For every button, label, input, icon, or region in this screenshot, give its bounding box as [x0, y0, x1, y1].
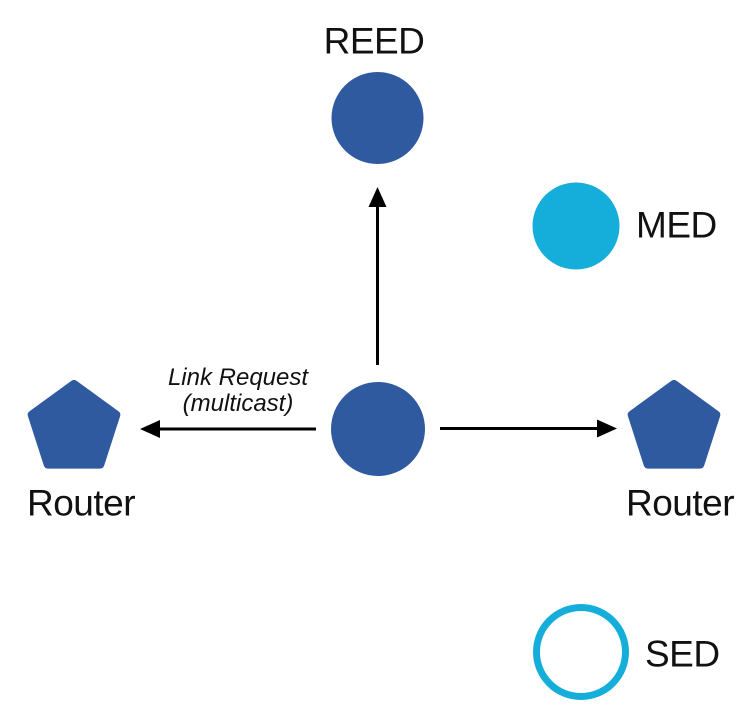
- med-node-circle: [532, 182, 620, 270]
- router-left-label: Router: [26, 482, 136, 524]
- med-label: MED: [636, 204, 717, 246]
- router-right-pentagon-icon: [627, 380, 721, 469]
- sed-label: SED: [645, 633, 720, 675]
- link-request-annotation-line1: Link Request: [167, 364, 309, 391]
- arrow-up-head-icon: [368, 187, 387, 207]
- link-request-annotation: Link Request (multicast): [168, 365, 308, 417]
- link-request-annotation-line2: (multicast): [182, 390, 294, 417]
- router-left-pentagon-icon: [27, 380, 121, 469]
- router-right-label: Router: [625, 482, 735, 524]
- reed-node-circle: [331, 72, 424, 164]
- reed-label: REED: [323, 20, 425, 62]
- arrow-left-head-icon: [140, 420, 160, 438]
- arrow-right-head-icon: [597, 419, 617, 438]
- sed-node-circle: [533, 604, 629, 700]
- center-node-circle: [331, 382, 425, 476]
